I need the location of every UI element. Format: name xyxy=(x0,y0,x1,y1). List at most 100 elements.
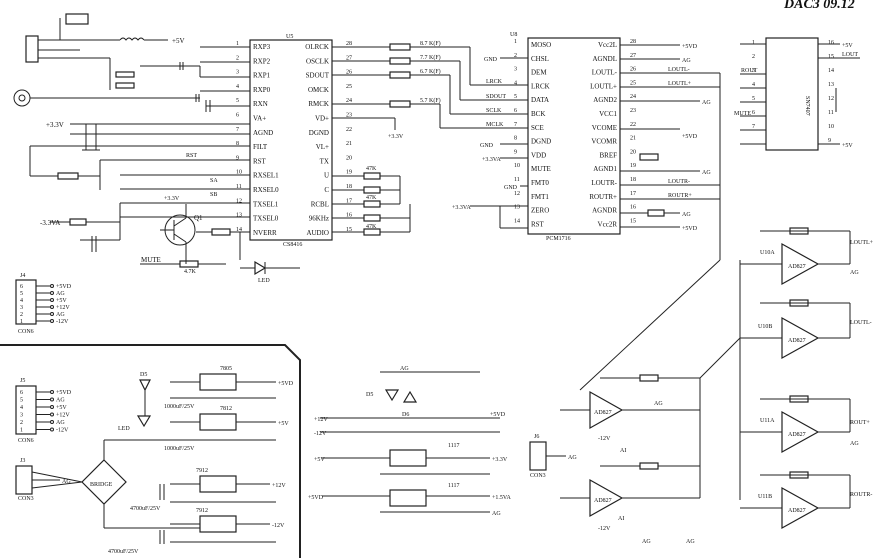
reg-7805-label: 7805 xyxy=(220,366,232,372)
u8-right-pin-name: Vcc2R xyxy=(598,220,618,228)
u5-right-pin-num: 28 xyxy=(346,41,352,47)
signal-rst: RST xyxy=(186,153,197,159)
signal-loutl-plus: LOUTL+ xyxy=(668,81,692,87)
u8-right-pin-name: LOUTL- xyxy=(592,69,618,77)
j4-pin-label: AG xyxy=(56,312,65,318)
u8-right-pin-name: BREF xyxy=(599,151,617,159)
rail-label-m3v3a: -3.3VA xyxy=(40,219,60,227)
mid-out-33v: +3.3V xyxy=(492,457,508,463)
reg-7912-label: 7912 xyxy=(196,468,208,474)
res-77k: 7.7 K(F) xyxy=(420,54,441,61)
opamp-u11b-part: AD827 xyxy=(788,508,806,514)
j5-pin-num: 1 xyxy=(20,428,23,434)
j4-pin xyxy=(50,319,54,323)
reg-7812 xyxy=(199,413,237,431)
u8-left-pin-num: 14 xyxy=(514,218,520,224)
ps-out-12v: +12V xyxy=(272,483,286,489)
out-ag-2: AG xyxy=(850,441,859,447)
u9-right-pin-num: 12 xyxy=(828,96,834,102)
u8-right-pin-name: LOUTL+ xyxy=(590,82,617,90)
signal-loutr-minus: LOUTR- xyxy=(668,179,690,185)
u5-right-pin-name: OMCK xyxy=(308,86,329,94)
u8-left-pin-name: FMT1 xyxy=(531,193,549,201)
d5-zener xyxy=(384,389,400,402)
output-opamp-stage: AD827 U10A LOUTL+ AG AD827 U10B LOUTL- A… xyxy=(560,73,874,545)
in-left-ai: AI xyxy=(620,448,626,454)
mid-out-15va: +1.5VA xyxy=(492,495,511,501)
u5-right-pin-num: 15 xyxy=(346,227,352,233)
rail-label-q1: +3.3V xyxy=(164,196,180,202)
r-47k-a: 47K xyxy=(366,166,377,172)
u5-right-pin-name: RCBL xyxy=(311,200,329,208)
cap-1000u-b: 1000uF/25V xyxy=(164,446,195,452)
reg-1117-a-label: 1117 xyxy=(448,443,460,449)
u5-left-pin-num: 12 xyxy=(236,198,242,204)
u5-left-pin-name: RXSEL0 xyxy=(253,186,279,194)
j4-pin-label: +12V xyxy=(56,305,70,311)
in-right-m12v: -12V xyxy=(598,526,611,532)
ps-out-5vd: +5VD xyxy=(278,381,294,387)
ps-out-m12v: -12V xyxy=(272,523,285,529)
j4-pin-num: 4 xyxy=(20,298,23,304)
u9-left-pin-num: 7 xyxy=(752,124,755,130)
res-87k: 8.7 K(F) xyxy=(420,40,441,47)
gnd-label-u8c: GND xyxy=(504,185,518,191)
j5-pin-label: +5VD xyxy=(56,390,72,396)
ps-led-label: LED xyxy=(118,426,130,432)
j4-pin xyxy=(50,305,54,309)
j5-name: CON6 xyxy=(18,438,34,444)
reg-7912b xyxy=(199,515,237,533)
rail-label-u8-vdd: +3.3VA xyxy=(482,157,501,163)
rail-label-u8-vcc2r: +5VD xyxy=(682,226,698,232)
u8-right-pin-name: VCC1 xyxy=(599,110,617,118)
j5-pin-num: 4 xyxy=(20,405,23,411)
u8-right-pin-num: 18 xyxy=(630,177,636,183)
u8-ref: U8 xyxy=(510,32,517,38)
u8-left-pin-name: MUTE xyxy=(531,165,551,173)
mid-p5vd-out: +5VD xyxy=(490,412,506,418)
u8-left-pin-num: 5 xyxy=(514,94,517,100)
u8-left-pin-name: MOSO xyxy=(531,41,551,49)
u5-right-pin-name: OSCLK xyxy=(306,57,329,65)
u8-right-pin-num: 25 xyxy=(630,80,636,86)
u9-right-pin-num: 13 xyxy=(828,82,834,88)
u5-left-pin-name: FILT xyxy=(253,143,268,151)
u5-left-pin-num: 10 xyxy=(236,170,242,176)
u5-right-pin-name: VL+ xyxy=(316,143,329,151)
u5-left-pin-num: 2 xyxy=(236,55,239,61)
u5-left-pin-name: RXP2 xyxy=(253,57,271,65)
ag-label-1: AG xyxy=(682,58,691,64)
in-right-ai: AI xyxy=(618,516,624,522)
u8-left-pin-name: DEM xyxy=(531,69,547,77)
opamp-u10a-part: AD827 xyxy=(788,264,806,270)
u9-left-pin-num: 2 xyxy=(752,54,755,60)
u5-left-pin-num: 6 xyxy=(236,113,239,119)
u8-right-pin-name: AGNDR xyxy=(592,207,617,215)
u9-vcc-label2: +5V xyxy=(842,143,853,149)
signal-sdout: SDOUT xyxy=(486,94,506,100)
u8-left-pin-name: LRCK xyxy=(531,82,550,90)
j4-pin-num: 2 xyxy=(20,312,23,318)
j6-name: CON3 xyxy=(530,473,546,479)
ag-label-3: AG xyxy=(702,170,711,176)
u5-left-pin-name: AGND xyxy=(253,129,273,137)
u5-left-pin-num: 4 xyxy=(236,84,239,90)
j3-name: CON3 xyxy=(18,496,34,502)
u8-left-pin-num: 8 xyxy=(514,136,517,142)
u5-right-pin-name: DGND xyxy=(309,129,329,137)
u9-mute-label: MUTE xyxy=(734,111,751,117)
u5-to-u8-nets: 8.7 K(F) LRCK 7.7 K(F) SDOUT 6.7 K(F) SC… xyxy=(332,40,528,236)
input-section: +5V xyxy=(13,13,250,112)
mid-p12v: +12V xyxy=(314,417,328,423)
u5-left-pin-name: RXP1 xyxy=(253,72,271,80)
u8-right-pin-num: 15 xyxy=(630,218,636,224)
q1-label: Q1 xyxy=(194,214,203,222)
reg-7912b-label: 7912 xyxy=(196,508,208,514)
u5-part: CS8416 xyxy=(283,242,302,248)
u5-right-pin-name: C xyxy=(324,186,329,194)
